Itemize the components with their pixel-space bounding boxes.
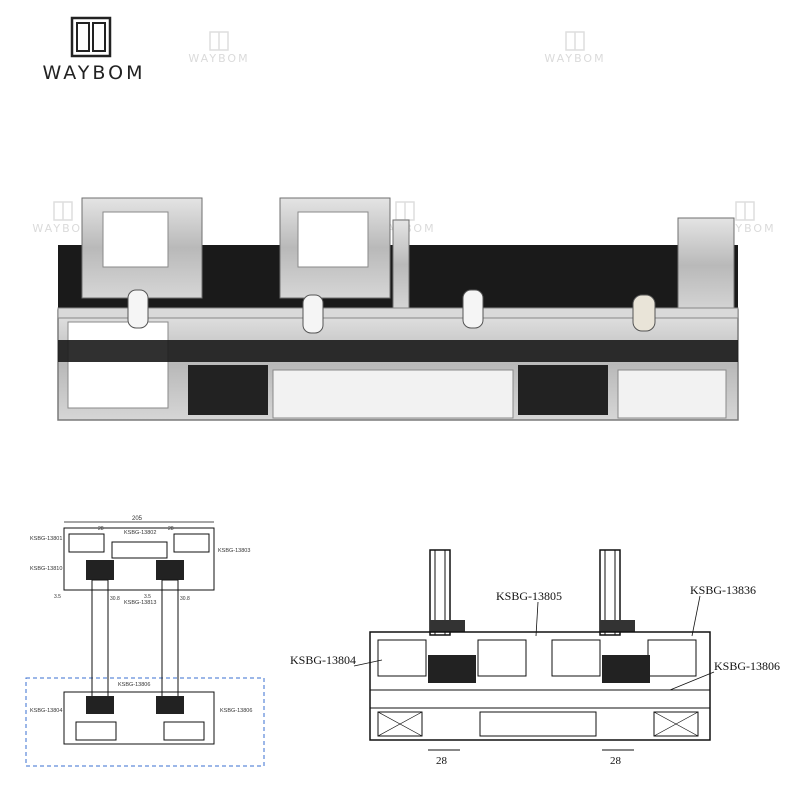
left-technical-drawing: 205 28 28 30.8 30.8 3.5 3.5 KSBG-13801 K… (25, 516, 265, 767)
dim-label: 28 (168, 526, 174, 532)
right-technical-drawing: 28 28 KSBG-13805 KSBG-13836 KSBG-13804 K… (290, 549, 780, 767)
dim-label: 30.8 (180, 596, 190, 602)
dim-label: 28 (436, 755, 448, 767)
part-label: KSBG-13813 (124, 600, 156, 606)
part-label: KSBG-13810 (30, 566, 62, 572)
part-label: KSBG-13836 (690, 583, 756, 597)
part-label: KSBG-13803 (218, 548, 250, 554)
dim-label: 3.5 (144, 594, 151, 600)
watermark: WAYBOM (530, 30, 620, 70)
part-label: KSBG-13804 (30, 708, 62, 714)
watermark-text: WAYBOM (188, 52, 250, 65)
watermark-door-icon (209, 31, 229, 51)
profile-cross-section-photo (57, 197, 739, 421)
dim-label: 30.8 (110, 596, 120, 602)
watermark-text: WAYBOM (544, 52, 606, 65)
part-label: KSBG-13806 (118, 682, 150, 688)
watermark: WAYBOM (174, 30, 264, 70)
brand-name: WAYBOM (42, 62, 146, 84)
dim-label: 28 (98, 526, 104, 532)
watermark-door-icon (565, 31, 585, 51)
watermark: WAYBOM (18, 200, 108, 240)
part-label: KSBG-13805 (496, 589, 562, 603)
dim-label: 3.5 (54, 594, 61, 600)
part-label: KSBG-13806 (714, 659, 780, 673)
double-door-icon (70, 16, 112, 58)
part-label: KSBG-13801 (30, 536, 62, 542)
dim-overall: 205 (132, 516, 143, 522)
dim-label: 28 (610, 755, 622, 767)
waybom-logo: WAYBOM (24, 14, 164, 86)
watermark-door-icon (735, 201, 755, 221)
watermark-text: WAYBOM (32, 222, 94, 235)
watermark-door-icon (53, 201, 73, 221)
part-label: KSBG-13802 (124, 530, 156, 536)
part-label: KSBG-13806 (220, 708, 252, 714)
part-label: KSBG-13804 (290, 653, 356, 667)
